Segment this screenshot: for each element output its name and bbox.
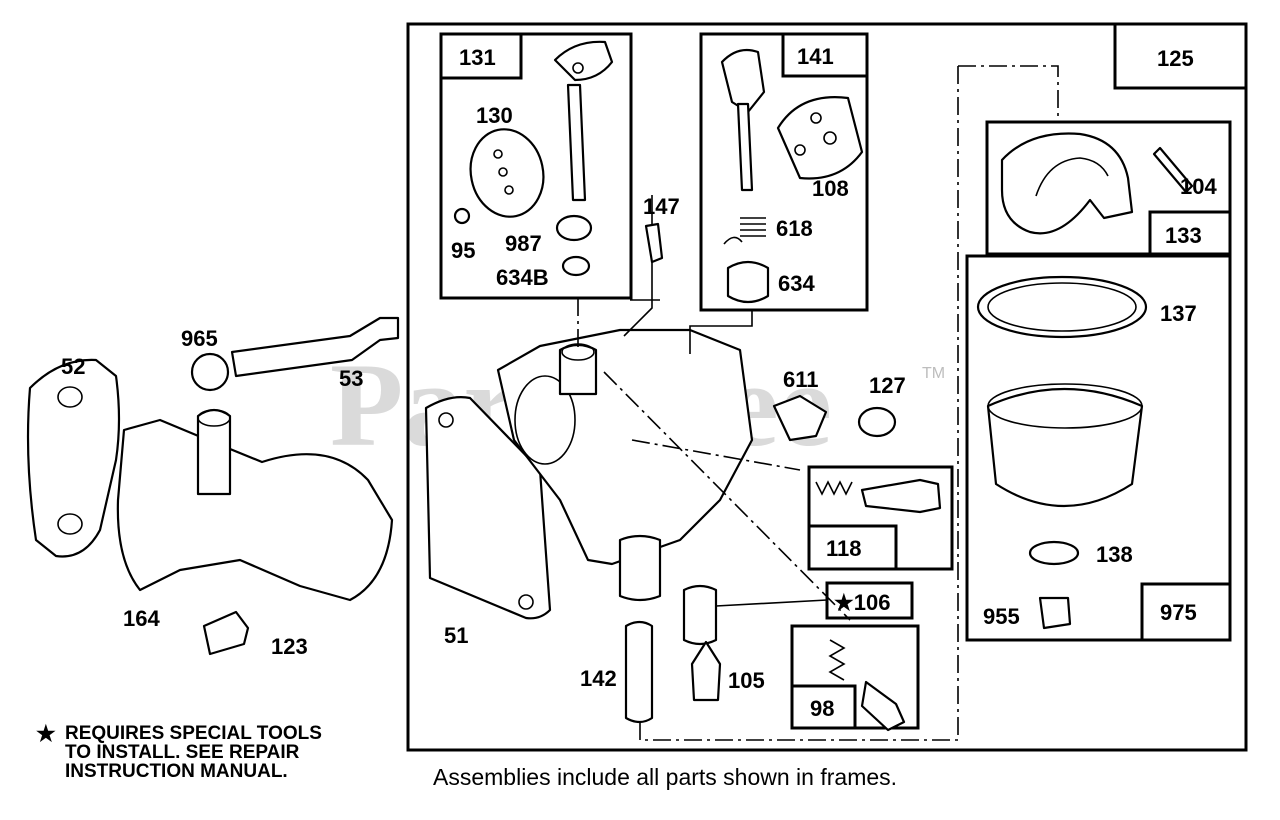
label-98: 98 xyxy=(810,696,834,721)
special-tools-text: REQUIRES SPECIAL TOOLS TO INSTALL. SEE R… xyxy=(65,723,322,782)
choke-shaft xyxy=(736,102,754,192)
star-icon: ★ xyxy=(36,721,56,746)
label-52: 52 xyxy=(61,354,85,379)
label-133: 133 xyxy=(1165,223,1202,248)
bowl xyxy=(986,388,1144,507)
pin-104 xyxy=(1152,146,1194,194)
label-box-975 xyxy=(1140,582,1232,642)
intake-elbow-164 xyxy=(116,418,394,602)
seal-634b xyxy=(561,255,591,277)
special-tools-note: ★ REQUIRES SPECIAL TOOLS TO INSTALL. SEE… xyxy=(36,721,416,782)
frame-131 xyxy=(439,32,633,300)
label-105: 105 xyxy=(728,668,765,693)
throttle-shaft xyxy=(566,83,587,202)
label-box-131 xyxy=(439,32,523,80)
label-142: 142 xyxy=(580,666,617,691)
assemblies-note: Assemblies include all parts shown in fr… xyxy=(433,764,898,790)
label-95: 95 xyxy=(451,238,475,263)
label-130: 130 xyxy=(476,103,513,128)
label-147: 147 xyxy=(643,194,680,219)
label-108: 108 xyxy=(812,176,849,201)
label-634b: 634B xyxy=(496,265,549,290)
centerlines xyxy=(577,298,851,621)
screw-118 xyxy=(860,478,942,514)
label-141: 141 xyxy=(797,44,834,69)
label-131: 131 xyxy=(459,45,496,70)
bushing-634 xyxy=(726,260,770,304)
spring-118 xyxy=(815,480,853,496)
label-127: 127 xyxy=(869,373,906,398)
label-box-98 xyxy=(790,684,857,730)
screw-95 xyxy=(453,207,471,225)
needle-105 xyxy=(690,640,722,702)
frame-975 xyxy=(965,254,1232,642)
label-box-141 xyxy=(781,32,869,78)
float-133 xyxy=(1000,132,1134,235)
label-123: 123 xyxy=(271,634,308,659)
label-104: 104 xyxy=(1180,174,1217,199)
label-137: 137 xyxy=(1160,301,1197,326)
frame-133 xyxy=(985,120,1232,256)
label-634: 634 xyxy=(778,271,815,296)
seal-987 xyxy=(555,214,593,242)
choke-lever xyxy=(720,48,766,114)
watermark-tm: TM xyxy=(922,365,945,382)
label-987: 987 xyxy=(505,231,542,256)
label-box-118 xyxy=(807,524,898,571)
spring-98 xyxy=(828,639,846,681)
washer-138 xyxy=(1028,540,1080,566)
stud-53 xyxy=(230,316,400,378)
frame-125 xyxy=(406,22,1248,752)
seat-106 xyxy=(682,584,718,646)
label-955: 955 xyxy=(983,604,1020,629)
label-106: ★106 xyxy=(834,590,890,615)
label-box-125 xyxy=(1113,22,1248,90)
label-618: 618 xyxy=(776,216,813,241)
label-138: 138 xyxy=(1096,542,1133,567)
label-53: 53 xyxy=(339,366,363,391)
bowl-nut-955 xyxy=(1038,596,1072,630)
label-118: 118 xyxy=(826,536,862,561)
fitting-611 xyxy=(772,394,828,442)
screw-98 xyxy=(860,680,906,732)
gasket-52 xyxy=(26,358,121,558)
gasket-137 xyxy=(976,275,1148,339)
label-box-133 xyxy=(1148,210,1232,256)
nut-965 xyxy=(190,352,230,392)
label-611: 611 xyxy=(783,367,819,392)
spring-618 xyxy=(723,217,766,245)
gasket-51 xyxy=(424,396,552,620)
screw-123 xyxy=(202,610,250,656)
assembly-dash-line xyxy=(639,65,1059,741)
label-164: 164 xyxy=(123,606,160,631)
screw-147 xyxy=(644,222,664,264)
label-125: 125 xyxy=(1157,46,1194,71)
label-965: 965 xyxy=(181,326,218,351)
label-51: 51 xyxy=(444,623,468,648)
label-975: 975 xyxy=(1160,600,1197,625)
choke-plate-108 xyxy=(776,96,864,180)
plug-127 xyxy=(857,406,897,438)
emulsion-tube-142 xyxy=(624,620,654,724)
float-bowl-stem xyxy=(618,534,662,602)
